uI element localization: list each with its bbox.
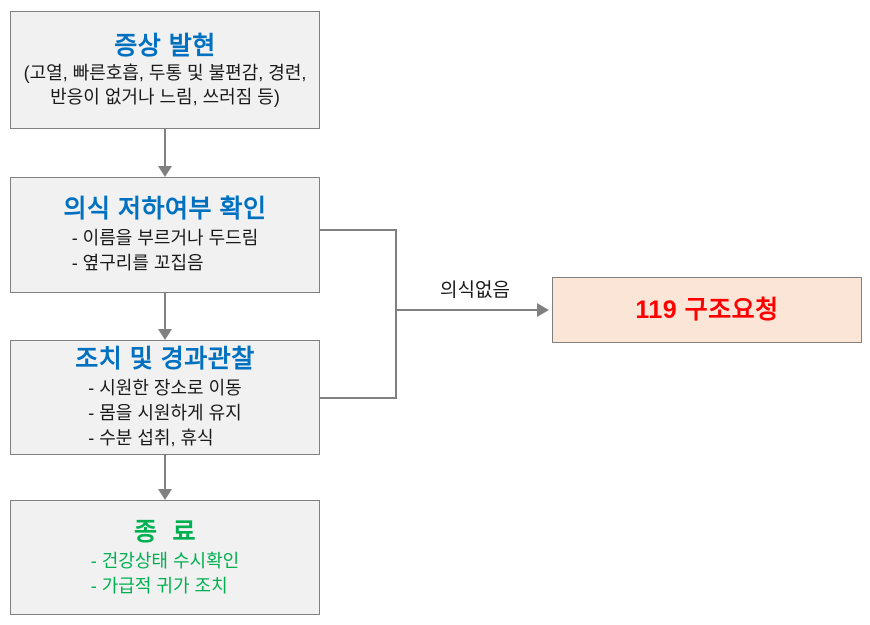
arrowhead-down-icon	[158, 329, 172, 340]
arrowhead-down-icon	[158, 166, 172, 177]
flow-node-119-rescue-call: 119 구조요청	[552, 277, 862, 343]
node-title-action-observation: 조치 및 경과관찰	[75, 345, 255, 373]
node-bullet-list: - 건강상태 수시확인 - 가급적 귀가 조치	[91, 549, 239, 599]
arrowhead-right-icon	[537, 303, 549, 317]
flow-node-consciousness-check: 의식 저하여부 확인 - 이름을 부르거나 두드림 - 옆구리를 꼬집음	[10, 177, 320, 293]
bracket-vertical-line	[395, 229, 397, 399]
bullet-item: - 옆구리를 꼬집음	[71, 253, 204, 273]
branch-connector-line	[395, 309, 537, 311]
connector-line	[164, 293, 166, 330]
flow-node-symptom-onset: 증상 발현 (고열, 빠른호흡, 두통 및 불편감, 경련, 반응이 없거나 느…	[10, 11, 320, 129]
bullet-item: - 수분 섭취, 휴식	[88, 428, 214, 448]
bracket-bottom-stub	[320, 397, 397, 399]
connector-line	[164, 455, 166, 490]
node-bullet-list: - 이름을 부르거나 두드림 - 옆구리를 꼬집음	[72, 226, 259, 276]
bullet-item: - 가급적 귀가 조치	[90, 575, 228, 596]
node-title-end: 종 료	[134, 517, 196, 546]
edge-label-no-consciousness: 의식없음	[440, 280, 510, 301]
node-title-symptom-onset: 증상 발현	[114, 32, 216, 60]
node-subtext-line: 반응이 없거나 느림, 쓰러짐 등)	[50, 87, 280, 107]
bullet-item: - 건강상태 수시확인	[90, 550, 240, 571]
flow-node-end: 종 료 - 건강상태 수시확인 - 가급적 귀가 조치	[10, 500, 320, 615]
bullet-item: - 몸을 시원하게 유지	[88, 403, 242, 423]
bullet-item: - 이름을 부르거나 두드림	[71, 228, 259, 248]
bullet-item: - 시원한 장소로 이동	[88, 378, 242, 398]
node-subtext-line: (고열, 빠른호흡, 두통 및 불편감, 경련,	[23, 63, 307, 83]
node-bullet-list: - 시원한 장소로 이동 - 몸을 시원하게 유지 - 수분 섭취, 휴식	[88, 376, 241, 451]
flow-node-action-observation: 조치 및 경과관찰 - 시원한 장소로 이동 - 몸을 시원하게 유지 - 수분…	[10, 340, 320, 455]
bracket-top-stub	[320, 229, 397, 231]
node-title-consciousness-check: 의식 저하여부 확인	[63, 195, 267, 223]
arrowhead-down-icon	[158, 489, 172, 500]
node-title-119-rescue-call: 119 구조요청	[635, 296, 779, 324]
connector-line	[164, 129, 166, 167]
